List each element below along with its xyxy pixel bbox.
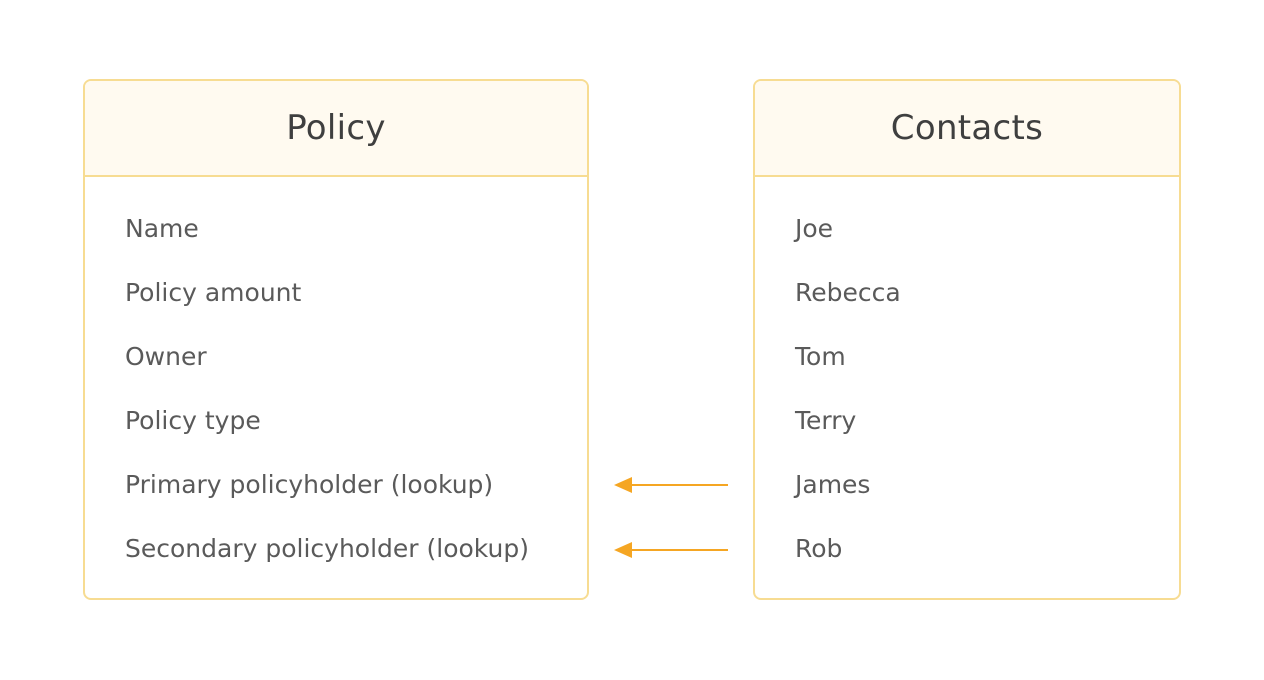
policy-field-primary-policyholder: Primary policyholder (lookup) [125,470,494,499]
contact-item-terry: Terry [795,406,857,435]
contact-item-rob: Rob [795,534,843,563]
contacts-entity-title: Contacts [890,108,1044,148]
policy-field-policy-type: Policy type [125,406,261,435]
policy-field-policy-amount: Policy amount [125,278,302,307]
contact-item-tom: Tom [795,342,846,371]
relationship-arrow-secondary [614,542,728,558]
contacts-entity-card: Contacts Joe Rebecca Tom Terry James Rob [753,79,1181,600]
policy-entity-header: Policy [85,81,587,177]
relationship-arrow-primary [614,477,728,493]
contact-item-james: James [795,470,871,499]
policy-field-secondary-policyholder: Secondary policyholder (lookup) [125,534,529,563]
contact-item-rebecca: Rebecca [795,278,901,307]
policy-entity-title: Policy [286,108,386,148]
contacts-entity-header: Contacts [755,81,1179,177]
arrow-head-icon [614,542,632,558]
policy-field-name: Name [125,214,199,243]
policy-entity-card: Policy Name Policy amount Owner Policy t… [83,79,589,600]
policy-field-owner: Owner [125,342,207,371]
contact-item-joe: Joe [795,214,834,243]
arrow-head-icon [614,477,632,493]
